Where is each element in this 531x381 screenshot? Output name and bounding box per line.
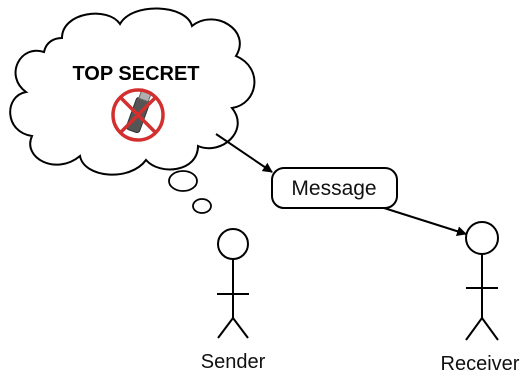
thought-bubble-large <box>168 170 198 192</box>
message-box <box>271 167 398 209</box>
cloud-title: TOP SECRET <box>72 63 199 85</box>
thought-bubble-small <box>192 198 212 214</box>
sender-leg-right <box>232 317 249 339</box>
receiver-head <box>465 221 499 255</box>
message-label: Message <box>291 177 376 200</box>
receiver-leg-right <box>481 317 499 341</box>
sender-figure <box>217 228 249 339</box>
arrow-message-to-receiver <box>383 207 467 237</box>
arrow-cloud-to-message <box>215 133 273 173</box>
sender-head <box>217 228 249 260</box>
sender-leg-left <box>217 317 234 339</box>
receiver-leg-left <box>465 317 483 341</box>
prohibit-circle <box>111 88 165 142</box>
prohibit-slash-2 <box>118 95 158 135</box>
sender-label: Sender <box>201 351 266 373</box>
receiver-label: Receiver <box>441 353 520 375</box>
prohibited-usb-drive-icon <box>111 88 165 142</box>
receiver-figure <box>465 221 499 341</box>
